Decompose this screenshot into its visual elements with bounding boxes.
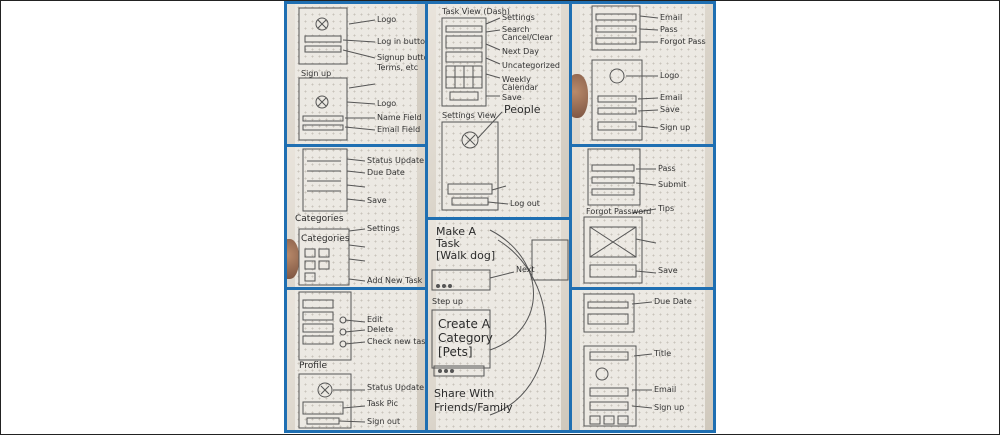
hand-finger <box>287 239 299 279</box>
sketch-note: Next Day <box>502 47 539 56</box>
sketch-note: [Walk dog] <box>436 249 496 262</box>
sketch-note: Save <box>502 93 522 102</box>
sketch-note: Submit <box>658 180 687 189</box>
sketch-note: Step up <box>432 297 463 306</box>
sketch-note: Log out <box>510 199 540 208</box>
sketch-note: [Pets] <box>438 345 473 359</box>
wireframe-drawing <box>441 17 509 211</box>
sketch-note: Sign up <box>660 123 691 132</box>
sketch-note: Categories <box>295 214 344 224</box>
sketch-tile-date-picker: Due Date Title Email Sign up <box>572 290 713 430</box>
sketch-tile-password-reset: Email Pass Forgot Pass Logo Email Save S… <box>572 4 713 144</box>
sketch-note: Logo <box>377 15 397 24</box>
sketch-note: Edit <box>367 315 383 324</box>
sketch-note: Uncategorized <box>502 61 560 70</box>
sketch-note: Terms, etc <box>377 63 419 72</box>
sketch-note: Task Pic <box>367 399 399 408</box>
sketch-note: Add New Task <box>367 276 423 285</box>
sketch-note: Category <box>438 331 493 345</box>
sketch-tile-forgot-password: Pass Submit Forgot Password Tips Save <box>572 147 713 287</box>
sketch-note: Categories <box>301 234 350 244</box>
sketch-note: Status Update <box>367 383 425 392</box>
wireframe-drawing <box>583 293 653 427</box>
sketch-note: Cancel/Clear <box>502 33 553 42</box>
sketch-note: Task <box>436 237 460 250</box>
sketch-note: Check new task <box>367 337 425 346</box>
sketch-note: Signup button <box>377 53 425 62</box>
sketch-note: Settings View <box>442 111 497 120</box>
sketch-note: Delete <box>367 325 394 334</box>
sketch-note: Sign up <box>301 69 332 78</box>
sketch-note: Save <box>658 266 678 275</box>
sketch-tile-make-task: Make A Task [Walk dog] Next Step up Crea… <box>428 220 569 430</box>
sketch-note: Sign up <box>654 403 685 412</box>
sketch-note: Email <box>660 93 683 102</box>
sketch-note: Settings <box>367 224 400 233</box>
sketch-note: Calendar <box>502 83 538 92</box>
wireframe-drawing <box>591 5 659 141</box>
wireframe-drawing <box>298 291 366 429</box>
sketch-note: Status Update <box>367 156 425 165</box>
sketch-note: Sign out <box>367 417 401 426</box>
sketch-note: Email Field <box>377 125 421 134</box>
wireframe-drawing <box>431 229 569 416</box>
hand-finger <box>572 74 588 118</box>
sketch-tile-categories: Status Update Due Date Save Categories S… <box>287 147 425 287</box>
wireframe-drawing <box>298 148 366 286</box>
sketch-note: Tips <box>658 204 675 213</box>
wireframe-drawing <box>298 7 376 141</box>
sketch-note: Task View (Dash) <box>442 7 510 16</box>
sketch-note: Save <box>367 196 387 205</box>
sketch-note: Weekly <box>502 75 531 84</box>
sketch-note: Logo <box>660 71 680 80</box>
sketch-note: Log in button <box>377 37 425 46</box>
sketch-note: Profile <box>299 361 327 371</box>
sketch-note: Pass <box>658 164 676 173</box>
sketch-note: Pass <box>660 25 678 34</box>
sketch-note: Make A <box>436 225 476 238</box>
sketch-note: Save <box>660 105 680 114</box>
sketch-note: People <box>504 103 541 116</box>
sketch-note: Friends/Family <box>434 401 513 414</box>
sketch-note: Title <box>654 349 672 358</box>
sketch-note: Email <box>660 13 683 22</box>
sketch-note: Forgot Pass <box>660 37 706 46</box>
sketch-tile-task-view-settings: Task View (Dash) Settings Search Cancel/… <box>428 4 569 217</box>
sketch-tile-login-signup: Logo Log in button Signup button Terms, … <box>287 4 425 144</box>
sketch-note: Logo <box>377 99 397 108</box>
wireframe-sketch-collage: Logo Log in button Signup button Terms, … <box>284 1 716 433</box>
sketch-note: Forgot Password <box>586 207 652 216</box>
sketch-note: Search <box>502 25 530 34</box>
sketch-note: Due Date <box>367 168 405 177</box>
sketch-note: Create A <box>438 317 490 331</box>
sketch-note: Share With <box>434 387 495 400</box>
sketch-note: Settings <box>502 13 535 22</box>
sketch-note: Email <box>654 385 677 394</box>
sketch-note: Name Field <box>377 113 422 122</box>
sketch-note: Due Date <box>654 297 692 306</box>
sketch-note: Next <box>516 265 535 274</box>
wireframe-drawing <box>583 148 657 284</box>
sketch-tile-task-list-profile: Edit Delete Check new task Profile Statu… <box>287 290 425 430</box>
